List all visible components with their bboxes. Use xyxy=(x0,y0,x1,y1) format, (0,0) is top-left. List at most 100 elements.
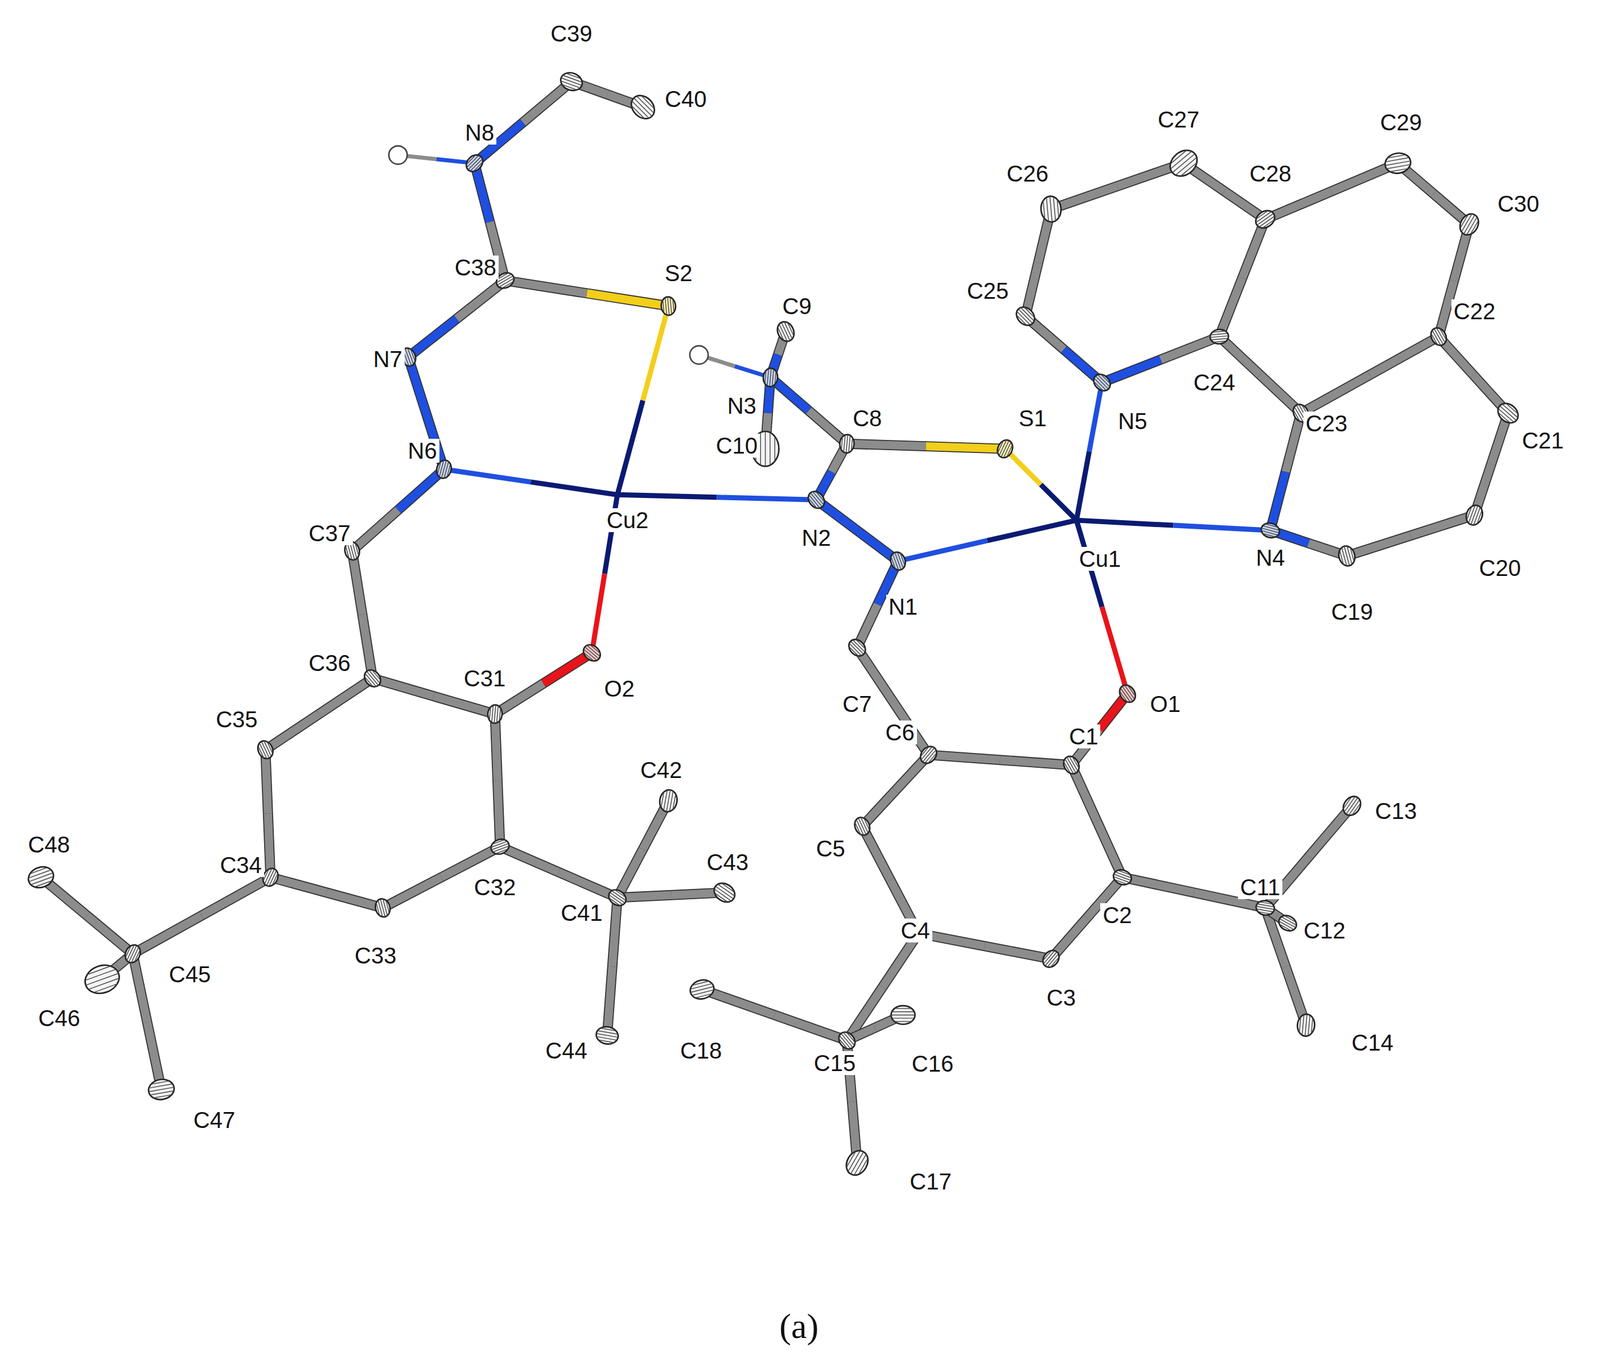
atom-ellipsoid xyxy=(146,1077,176,1102)
atom-hatch xyxy=(1053,196,1056,221)
atom-ellipsoid xyxy=(1276,912,1299,935)
atom-hatch xyxy=(1466,506,1472,521)
atom-hatch xyxy=(407,348,414,365)
atom-label: C31 xyxy=(461,666,508,691)
bond xyxy=(1346,535,1411,557)
atom-hatch xyxy=(769,368,772,387)
bond xyxy=(474,163,491,222)
atom-hatch xyxy=(838,1038,848,1050)
atom-hatch xyxy=(1095,376,1109,390)
atom-ellipsoid xyxy=(1060,753,1083,777)
atom-label: C40 xyxy=(662,87,709,111)
bond xyxy=(1370,336,1439,375)
atom-hatch xyxy=(669,791,673,812)
bond xyxy=(617,400,644,496)
atom-hatch xyxy=(491,705,494,723)
atom-hatch xyxy=(715,886,734,899)
atom-ellipsoid xyxy=(1296,1013,1316,1038)
atom-hatch xyxy=(499,708,501,722)
atom-label: C28 xyxy=(1247,161,1294,186)
atom-hatch xyxy=(467,156,481,170)
atom-hatch xyxy=(566,73,582,79)
atom-hatch xyxy=(1308,1015,1310,1036)
atom-hatch xyxy=(87,966,111,976)
atom-hatch xyxy=(441,460,447,479)
atom-label: C34 xyxy=(217,853,264,878)
atom-hatch xyxy=(1262,525,1279,531)
bond xyxy=(268,813,271,878)
atom-hatch xyxy=(30,867,48,874)
atom-hatch xyxy=(850,641,864,655)
bond xyxy=(774,1014,847,1041)
atom-label: C32 xyxy=(471,875,518,900)
atom-hatch xyxy=(1212,331,1226,333)
atom-hatch xyxy=(1172,153,1196,173)
atom-ellipsoid xyxy=(1165,145,1203,182)
atom-label: O2 xyxy=(602,676,637,701)
atom-ellipsoid xyxy=(122,942,143,966)
atom-hatch xyxy=(839,1035,851,1050)
atom-hatch xyxy=(272,873,278,886)
atom-hatch xyxy=(561,84,577,90)
atom-hatch xyxy=(631,105,645,119)
bond-outline xyxy=(352,550,373,679)
bond-outline xyxy=(1050,163,1184,210)
bond-outline xyxy=(918,933,1051,960)
atom-label: N5 xyxy=(1115,409,1150,434)
atom-label: N4 xyxy=(1253,545,1287,570)
atom-ellipsoid xyxy=(838,434,855,454)
atom-ellipsoid xyxy=(1090,371,1114,395)
atom-hatch xyxy=(466,154,476,164)
atom-hatch xyxy=(347,543,352,560)
atom-ellipsoid xyxy=(1383,151,1413,176)
atom-hatch xyxy=(667,297,670,316)
atom-label: O1 xyxy=(1148,692,1183,717)
bond-outline xyxy=(265,749,271,878)
atom-hatch xyxy=(149,1084,174,1089)
atom-hatch xyxy=(597,1030,619,1035)
atom-hatch xyxy=(892,553,899,570)
atom-hatch xyxy=(377,900,383,917)
copper-atom xyxy=(1073,517,1080,524)
atom-hatch xyxy=(695,993,713,998)
bond-outline xyxy=(1265,907,1307,1026)
bond-outline xyxy=(408,280,505,357)
atom-hatch xyxy=(841,1033,854,1048)
atom-ellipsoid xyxy=(660,296,677,316)
atom-label: C2 xyxy=(1100,903,1134,928)
bond-outline xyxy=(132,953,162,1090)
bond-outline xyxy=(1219,219,1266,337)
atom-hatch xyxy=(1006,445,1013,458)
bond xyxy=(1270,471,1286,531)
atom-label: C48 xyxy=(25,832,72,857)
atom-label: C27 xyxy=(1155,107,1202,132)
atom-label: C10 xyxy=(713,433,760,458)
bond-outline xyxy=(1397,163,1470,225)
atom-hatch xyxy=(1043,950,1055,964)
atom-hatch xyxy=(846,434,849,454)
atom-hatch xyxy=(721,883,735,893)
atom-hatch xyxy=(891,1014,916,1016)
atom-label: C13 xyxy=(1372,799,1419,824)
atom-hatch xyxy=(30,876,54,885)
bond xyxy=(1410,515,1475,536)
atom-hatch xyxy=(891,1011,915,1013)
atom-hatch xyxy=(858,1158,868,1175)
atom-hatch xyxy=(405,348,412,366)
atom-hatch xyxy=(257,746,264,759)
atom-hatch xyxy=(496,705,499,723)
atom-hatch xyxy=(891,1017,915,1019)
atom-hatch xyxy=(1211,338,1229,341)
atom-hatch xyxy=(1259,902,1273,905)
atom-label: C45 xyxy=(166,962,213,987)
atom-ellipsoid xyxy=(916,743,940,767)
bond-outline xyxy=(770,377,847,444)
bond xyxy=(441,846,500,878)
atom-hatch xyxy=(894,1008,912,1009)
atom-label: C39 xyxy=(548,21,595,46)
atom-hatch xyxy=(660,792,664,808)
atom-hatch xyxy=(561,77,582,86)
bond-outline xyxy=(607,897,618,1036)
atom-label: C4 xyxy=(898,918,933,943)
atom-ellipsoid xyxy=(1428,325,1450,348)
